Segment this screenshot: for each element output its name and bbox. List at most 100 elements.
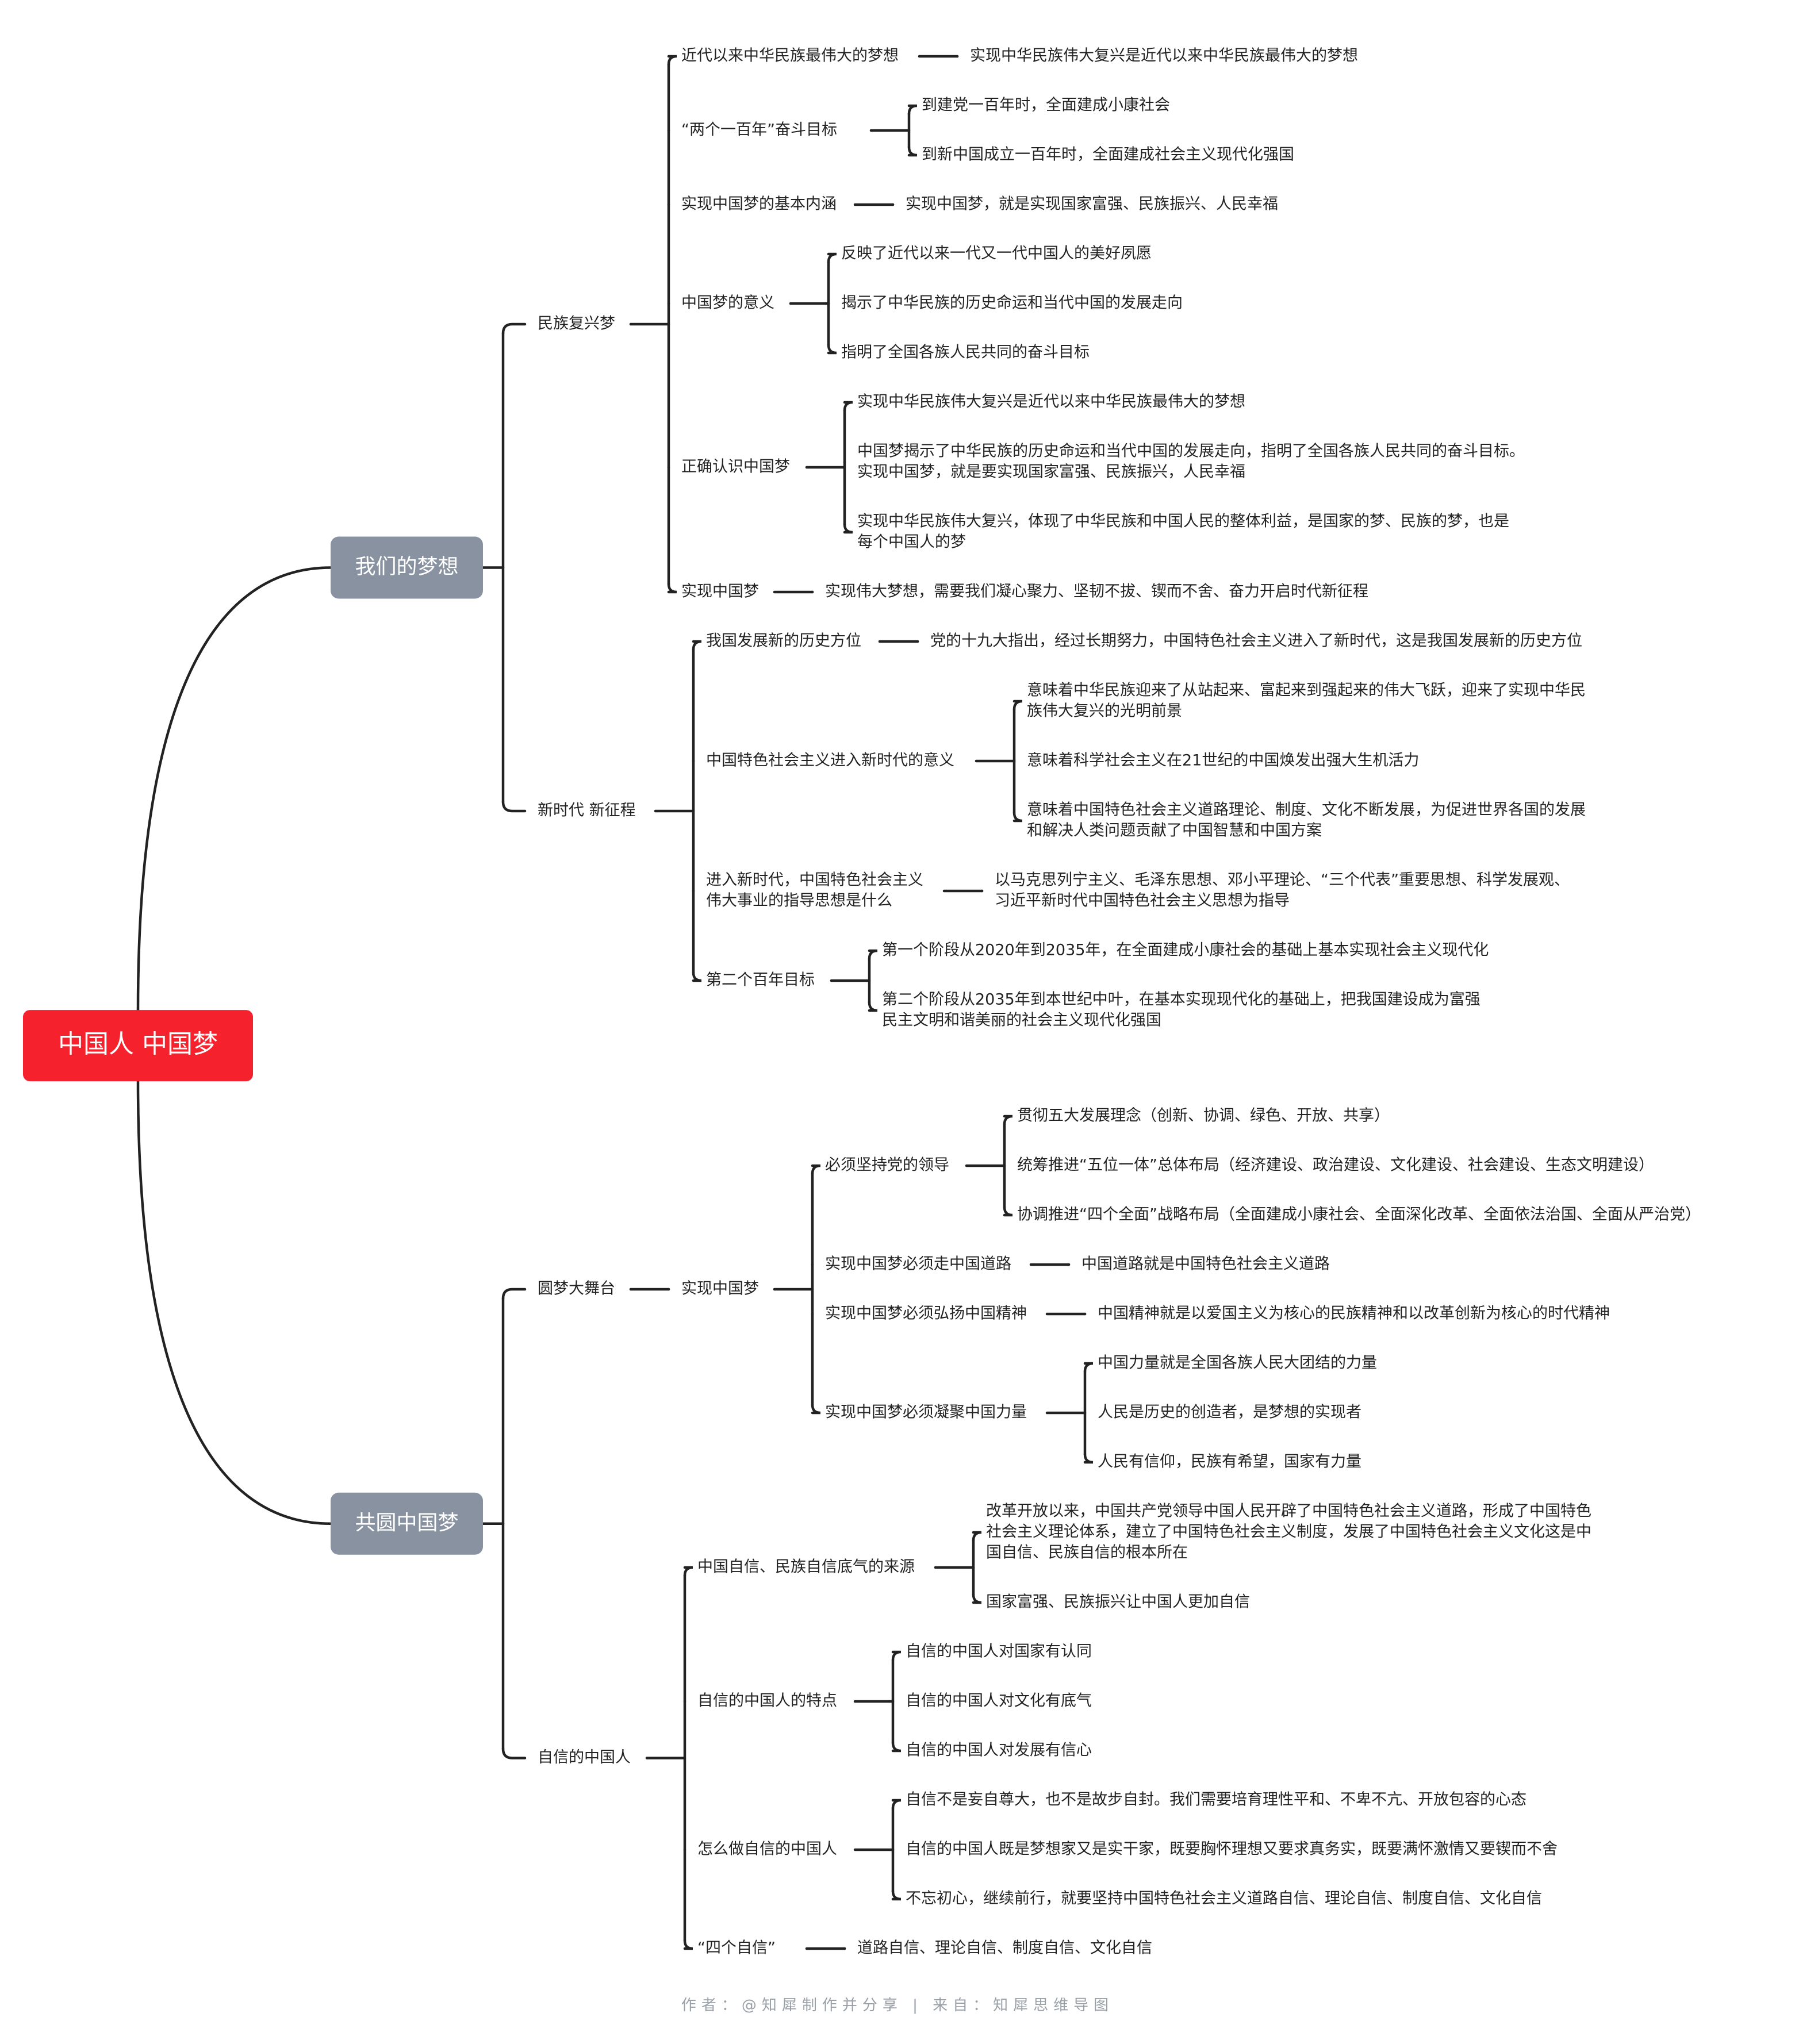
mind-map-edges [136, 55, 1094, 1950]
connector [683, 1566, 693, 1577]
topic-node: 怎么做自信的中国人 [697, 1841, 837, 1858]
leaf-node: 第一个阶段从2020年到2035年，在全面建成小康社会的基础上基本实现社会主义现… [882, 942, 1489, 959]
leaf-node: 协调推进“四个全面”战略布局（全面建成小康社会、全面深化改革、全面依法治国、全面… [1017, 1206, 1701, 1224]
connector [868, 949, 878, 960]
connector [907, 145, 918, 157]
connector [827, 343, 837, 355]
leaf-node-line: 中国梦揭示了中华民族的历史命运和当代中国的发展走向，指明了全国各族人民共同的奋斗… [857, 443, 1525, 460]
leaf-node: 自信的中国人对国家有认同 [906, 1643, 1092, 1661]
connector [1003, 1115, 1013, 1126]
leaf-node: 国家富强、民族振兴让中国人更加自信 [986, 1593, 1250, 1611]
leaf-node-line: 意味着中国特色社会主义道路理论、制度、文化不断发展，为促进世界各国的发展 [1027, 801, 1586, 819]
topic-node: 中国自信、民族自信底气的来源 [697, 1558, 915, 1576]
connector [811, 1403, 821, 1415]
leaf-node: 实现伟大梦想，需要我们凝心聚力、坚韧不拔、锲而不舍、奋力开启时代新征程 [825, 583, 1368, 601]
leaf-node: 意味着科学社会主义在21世纪的中国焕发出强大生机活力 [1027, 752, 1419, 770]
topic-node: 近代以来中华民族最伟大的梦想 [681, 47, 899, 65]
leaf-node-line: 意味着中华民族迎来了从站起来、富起来到强起来的伟大飞跃，迎来了实现中华民 [1027, 682, 1586, 700]
connector [891, 1889, 902, 1901]
root-node-box [23, 1010, 253, 1082]
connector [843, 522, 853, 534]
leaf-node-line: 实现中华民族伟大复兴，体现了中华民族和中国人民的整体利益，是国家的梦、民族的梦，… [857, 513, 1509, 531]
topic-node: 实现中国梦必须凝聚中国力量 [825, 1404, 1027, 1421]
topic-node-line: 进入新时代，中国特色社会主义 [706, 871, 923, 889]
branch-node-box [331, 1492, 483, 1555]
leaf-node-line: 民主文明和谐美丽的社会主义现代化强国 [882, 1012, 1161, 1029]
connector [891, 1650, 902, 1662]
topic-node: 第二个百年目标 [706, 971, 815, 989]
topic-node: 圆梦大舞台 [538, 1280, 615, 1298]
root-branch-curve [136, 566, 332, 1012]
leaf-node: 揭示了中华民族的历史命运和当代中国的发展走向 [841, 294, 1183, 312]
branch-node-box [331, 536, 483, 599]
leaf-node: 实现中华民族伟大复兴是近代以来中华民族最伟大的梦想 [857, 393, 1245, 411]
connector [1012, 811, 1023, 823]
topic-node: 中国特色社会主义进入新时代的意义 [706, 752, 954, 770]
connector [667, 55, 677, 66]
branch-node-label: 我们的梦想 [355, 555, 458, 579]
leaf-node: 自信的中国人对文化有底气 [906, 1692, 1092, 1710]
leaf-node-line: 改革开放以来，中国共产党领导中国人民开辟了中国特色社会主义道路，形成了中国特色 [986, 1503, 1591, 1520]
leaf-node: 统筹推进“五位一体”总体布局（经济建设、政治建设、文化建设、社会建设、生态文明建… [1017, 1157, 1654, 1174]
root-branch-curve [136, 1079, 332, 1525]
topic-node: 实现中国梦 [681, 1280, 759, 1298]
topic-node: “两个一百年”奋斗目标 [681, 121, 837, 139]
branch-node-label: 共圆中国梦 [355, 1511, 458, 1535]
leaf-node: 中国精神就是以爱国主义为核心的民族精神和以改革创新为核心的时代精神 [1098, 1305, 1610, 1323]
connector [891, 1799, 902, 1810]
mind-map-nodes: 民族复兴梦近代以来中华民族最伟大的梦想实现中华民族伟大复兴是近代以来中华民族最伟… [23, 47, 1701, 1957]
topic-node: 自信的中国人 [538, 1749, 631, 1766]
leaf-node: 自信不是妄自尊大，也不是故步自封。我们需要培育理性平和、不卑不亢、开放包容的心态 [906, 1791, 1526, 1809]
topic-node: 新时代 新征程 [538, 802, 636, 820]
connector [1003, 1205, 1013, 1217]
topic-node: 实现中国梦必须走中国道路 [825, 1255, 1011, 1273]
topic-node: 必须坚持党的领导 [825, 1157, 949, 1174]
connector [1083, 1362, 1094, 1373]
leaf-node-line: 以马克思列宁主义、毛泽东思想、邓小平理论、“三个代表”重要思想、科学发展观、 [995, 871, 1570, 889]
leaf-node-line: 每个中国人的梦 [857, 533, 966, 551]
connector [972, 1531, 982, 1542]
leaf-node: 党的十九大指出，经过长期努力，中国特色社会主义进入了新时代，这是我国发展新的历史… [930, 632, 1582, 650]
leaf-node: 中国力量就是全国各族人民大团结的力量 [1098, 1354, 1377, 1372]
leaf-node: 人民是历史的创造者，是梦想的实现者 [1098, 1404, 1361, 1421]
connector [868, 1001, 878, 1012]
connector [1012, 700, 1023, 711]
leaf-node: 实现中华民族伟大复兴是近代以来中华民族最伟大的梦想 [970, 47, 1358, 65]
connector [827, 252, 837, 264]
leaf-node: 中国道路就是中国特色社会主义道路 [1081, 1255, 1330, 1273]
topic-node: 实现中国梦 [681, 583, 759, 601]
leaf-node: 实现中国梦，就是实现国家富强、民族振兴、人民幸福 [906, 195, 1278, 213]
leaf-node: 到建党一百年时，全面建成小康社会 [922, 97, 1170, 114]
leaf-node: 到新中国成立一百年时，全面建成社会主义现代化强国 [922, 146, 1294, 164]
topic-node: 自信的中国人的特点 [697, 1692, 837, 1710]
connector [692, 971, 702, 982]
topic-node: 正确认识中国梦 [681, 458, 790, 476]
leaf-node-line: 社会主义理论体系，建立了中国特色社会主义制度，发展了中国特色社会主义文化这是中 [986, 1523, 1591, 1541]
leaf-node-line: 第二个阶段从2035年到本世纪中叶，在基本实现现代化的基础上，把我国建设成为富强 [882, 991, 1481, 1009]
topic-node: 我国发展新的历史方位 [706, 632, 861, 650]
connector [891, 1741, 902, 1753]
topic-node: 中国梦的意义 [681, 294, 774, 312]
leaf-node-line: 和解决人类问题贡献了中国智慧和中国方案 [1027, 822, 1322, 840]
connector [972, 1593, 982, 1604]
leaf-node: 道路自信、理论自信、制度自信、文化自信 [857, 1939, 1152, 1957]
connector [501, 800, 527, 813]
footer-credit: 作者：@知犀制作并分享 | 来自：知犀思维导图 [681, 1997, 1114, 2014]
connector [683, 1939, 693, 1950]
connector [667, 582, 677, 594]
leaf-node-line: 实现中国梦，就是要实现国家富强、民族振兴，人民幸福 [857, 463, 1245, 481]
topic-node: 民族复兴梦 [538, 315, 615, 333]
leaf-node: 自信的中国人既是梦想家又是实干家，既要胸怀理想又要求真务实，既要满怀激情又要锲而… [906, 1841, 1558, 1858]
connector [501, 322, 527, 335]
connector [501, 1747, 527, 1759]
topic-node-line: 伟大事业的指导思想是什么 [706, 892, 892, 910]
connector [811, 1164, 821, 1175]
topic-node: 实现中国梦必须弘扬中国精神 [825, 1305, 1027, 1323]
leaf-node: 自信的中国人对发展有信心 [906, 1742, 1092, 1759]
connector [907, 104, 918, 116]
topic-node: “四个自信” [697, 1939, 776, 1957]
connector [501, 1288, 527, 1300]
leaf-node-line: 族伟大复兴的光明前景 [1027, 702, 1182, 720]
connector [692, 640, 702, 651]
